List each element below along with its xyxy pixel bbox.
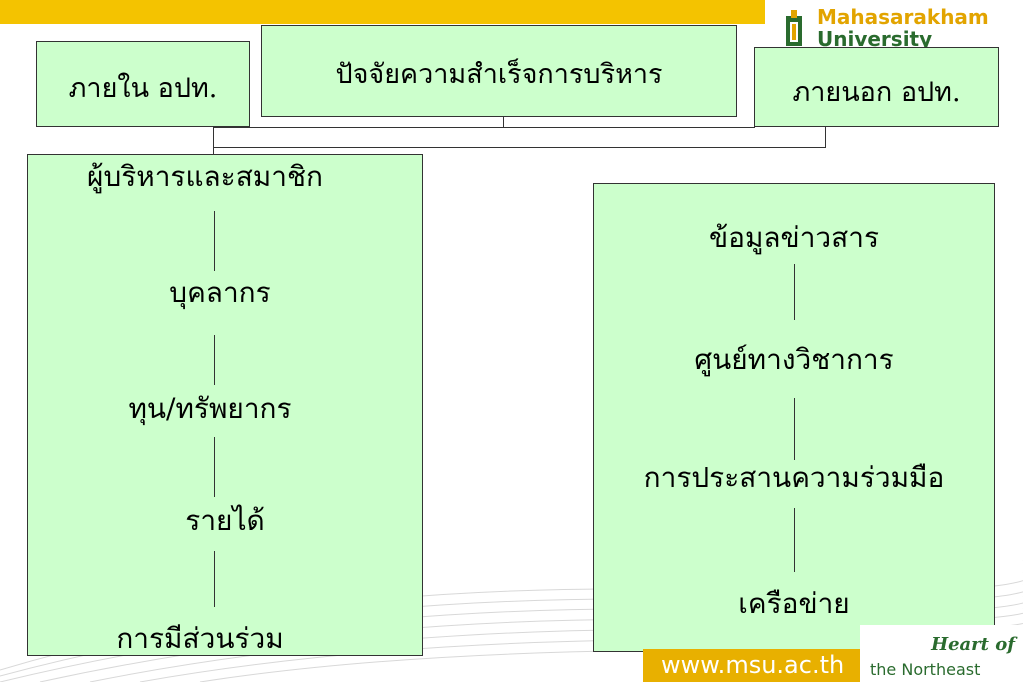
connector-outer-down	[825, 126, 826, 148]
outer-factors-box: ภายนอก อปท.	[754, 47, 999, 127]
inner-connector-4	[214, 551, 215, 607]
connector-inner-down	[213, 127, 214, 155]
inner-connector-3	[214, 437, 215, 497]
connector-title-down	[503, 116, 504, 128]
title-box: ปัจจัยความสำเร็จการบริหาร	[261, 25, 737, 117]
inner-connector-2	[214, 335, 215, 385]
outer-items-box: ข้อมูลข่าวสาร ศูนย์ทางวิชาการ การประสานค…	[593, 183, 995, 652]
university-logo: Mahasarakham University	[775, 0, 1023, 48]
logo-subtitle-text: University	[817, 28, 933, 48]
inner-factors-label: ภายใน อปท.	[68, 73, 218, 104]
top-accent-bar	[0, 0, 765, 24]
inner-items-box: ผู้บริหารและสมาชิก บุคลากร ทุน/ทรัพยากร …	[27, 154, 423, 656]
tagline-the-northeast: the Northeast	[870, 660, 981, 679]
outer-item-network: เครือข่าย	[738, 587, 850, 620]
outer-factors-label: ภายนอก อปท.	[792, 77, 961, 108]
inner-connector-1	[214, 211, 215, 271]
inner-item-capital-resources: ทุน/ทรัพยากร	[128, 392, 292, 425]
inner-factors-box: ภายใน อปท.	[36, 41, 250, 127]
inner-item-participation: การมีส่วนร่วม	[116, 622, 284, 655]
outer-connector-1	[794, 264, 795, 320]
website-url: www.msu.ac.th	[661, 651, 845, 679]
inner-item-income: รายได้	[185, 504, 265, 537]
connector-hline-upper	[213, 127, 755, 128]
tagline-panel: Heart of the Northeast	[860, 625, 1023, 682]
diagram-title: ปัจจัยความสำเร็จการบริหาร	[335, 59, 663, 90]
outer-connector-3	[794, 508, 795, 572]
outer-item-information: ข้อมูลข่าวสาร	[708, 221, 879, 254]
connector-hline-lower	[213, 147, 826, 148]
tagline-heart-of: Heart of	[931, 634, 1015, 655]
inner-item-executives: ผู้บริหารและสมาชิก	[87, 160, 323, 193]
outer-item-cooperation: การประสานความร่วมมือ	[643, 461, 945, 494]
outer-connector-2	[794, 398, 795, 460]
inner-item-personnel: บุคลากร	[169, 276, 271, 309]
tower-emblem-icon	[786, 10, 802, 46]
logo-name-text: Mahasarakham	[817, 5, 989, 29]
outer-item-academic-center: ศูนย์ทางวิชาการ	[694, 343, 894, 376]
